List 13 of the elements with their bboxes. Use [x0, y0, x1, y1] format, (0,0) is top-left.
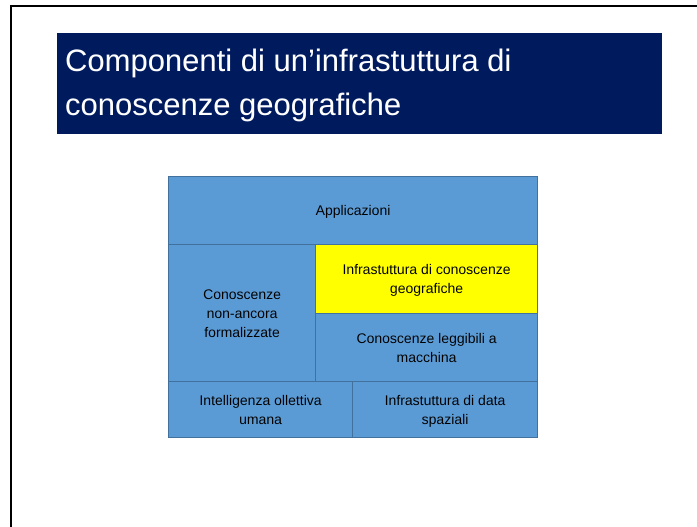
- block-box: [315, 313, 538, 382]
- block-box: [168, 381, 353, 438]
- block-box: [352, 381, 538, 438]
- slide-title: Componenti di un’infrastuttura di conoscenze geografiche: [57, 33, 662, 134]
- block-box: [315, 244, 538, 314]
- block-text: Conoscenze non-ancora formalizzate: [202, 284, 282, 342]
- block-text: Infrastuttura di conoscenze geografiche: [341, 260, 512, 298]
- block-box: [168, 176, 538, 245]
- block-text: Conoscenze leggibili a macchina: [355, 328, 498, 366]
- block-box: [168, 244, 316, 382]
- block-text: Applicazioni: [316, 201, 390, 220]
- block-text: Infrastuttura di data spaziali: [384, 390, 506, 428]
- block-text: Intelligenza ollettiva umana: [198, 390, 323, 428]
